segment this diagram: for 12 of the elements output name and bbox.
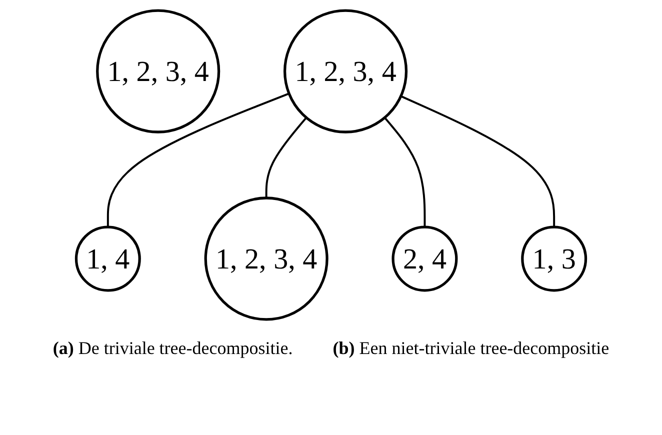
figure-caption: (b) Een niet-triviale tree-decompositie [332,338,610,359]
node-circle: 2, 4 [392,226,458,292]
node-circle: 1, 2, 3, 4 [96,9,220,134]
connector [400,95,556,228]
connector [106,92,290,228]
figure-caption: (a) De triviale tree-decompositie. [52,338,293,359]
connector [384,117,426,228]
node-circle: 1, 2, 3, 4 [204,196,328,321]
node-circle: 1, 3 [521,226,588,292]
connector [265,117,308,198]
node-circle: 1, 2, 3, 4 [283,9,408,134]
node-circle: 1, 4 [74,226,141,292]
